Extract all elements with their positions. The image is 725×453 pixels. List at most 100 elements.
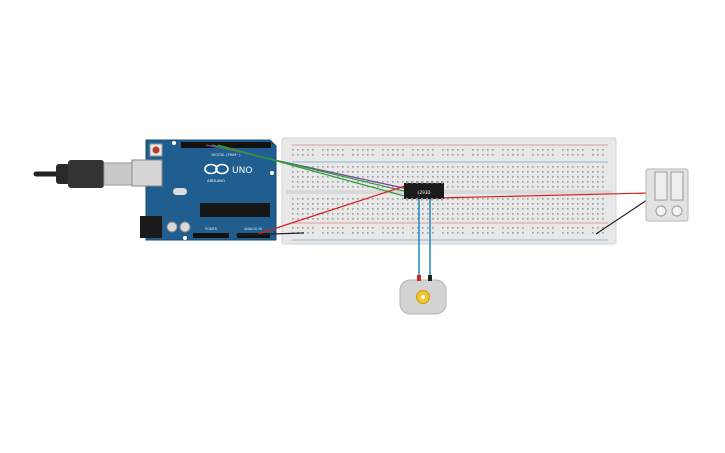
breadboard-hole[interactable] <box>367 166 369 168</box>
breadboard-hole[interactable] <box>532 154 534 156</box>
breadboard-hole[interactable] <box>442 227 444 229</box>
breadboard-hole[interactable] <box>377 166 379 168</box>
breadboard-hole[interactable] <box>547 181 549 183</box>
breadboard-hole[interactable] <box>507 208 509 210</box>
breadboard-hole[interactable] <box>592 218 594 220</box>
breadboard-hole[interactable] <box>352 203 354 205</box>
breadboard-hole[interactable] <box>597 213 599 215</box>
breadboard-hole[interactable] <box>507 203 509 205</box>
breadboard-hole[interactable] <box>307 149 309 151</box>
breadboard-hole[interactable] <box>477 198 479 200</box>
breadboard-hole[interactable] <box>397 198 399 200</box>
breadboard-hole[interactable] <box>467 186 469 188</box>
breadboard-hole[interactable] <box>547 203 549 205</box>
breadboard-hole[interactable] <box>537 171 539 173</box>
usb-cable[interactable] <box>33 160 133 188</box>
breadboard-hole[interactable] <box>322 186 324 188</box>
breadboard-hole[interactable] <box>312 149 314 151</box>
breadboard-hole[interactable] <box>357 203 359 205</box>
breadboard-hole[interactable] <box>322 166 324 168</box>
breadboard-hole[interactable] <box>472 176 474 178</box>
breadboard-hole[interactable] <box>452 149 454 151</box>
breadboard-hole[interactable] <box>592 154 594 156</box>
breadboard-hole[interactable] <box>557 198 559 200</box>
motor-terminal-2[interactable] <box>428 275 432 281</box>
breadboard-hole[interactable] <box>387 176 389 178</box>
breadboard-hole[interactable] <box>597 181 599 183</box>
breadboard-hole[interactable] <box>357 154 359 156</box>
breadboard-hole[interactable] <box>442 176 444 178</box>
breadboard-hole[interactable] <box>402 181 404 183</box>
breadboard-hole[interactable] <box>337 154 339 156</box>
breadboard-hole[interactable] <box>412 171 414 173</box>
breadboard-hole[interactable] <box>522 218 524 220</box>
breadboard-hole[interactable] <box>572 149 574 151</box>
breadboard-hole[interactable] <box>332 208 334 210</box>
breadboard-hole[interactable] <box>422 154 424 156</box>
breadboard-hole[interactable] <box>382 176 384 178</box>
breadboard-hole[interactable] <box>317 208 319 210</box>
breadboard-hole[interactable] <box>552 232 554 234</box>
breadboard-hole[interactable] <box>517 166 519 168</box>
breadboard-hole[interactable] <box>472 166 474 168</box>
breadboard-hole[interactable] <box>367 213 369 215</box>
breadboard-hole[interactable] <box>447 176 449 178</box>
breadboard-hole[interactable] <box>367 232 369 234</box>
breadboard-hole[interactable] <box>592 227 594 229</box>
breadboard-hole[interactable] <box>457 181 459 183</box>
breadboard-hole[interactable] <box>562 227 564 229</box>
breadboard-hole[interactable] <box>597 218 599 220</box>
breadboard-hole[interactable] <box>317 181 319 183</box>
breadboard-hole[interactable] <box>317 218 319 220</box>
breadboard-hole[interactable] <box>437 171 439 173</box>
breadboard-hole[interactable] <box>472 171 474 173</box>
breadboard-hole[interactable] <box>367 203 369 205</box>
breadboard-hole[interactable] <box>402 171 404 173</box>
breadboard-hole[interactable] <box>442 203 444 205</box>
breadboard-hole[interactable] <box>387 154 389 156</box>
breadboard-hole[interactable] <box>392 213 394 215</box>
breadboard-hole[interactable] <box>382 181 384 183</box>
breadboard-hole[interactable] <box>327 166 329 168</box>
breadboard-hole[interactable] <box>397 213 399 215</box>
breadboard-hole[interactable] <box>582 181 584 183</box>
breadboard-hole[interactable] <box>492 203 494 205</box>
breadboard-hole[interactable] <box>537 198 539 200</box>
breadboard-hole[interactable] <box>472 181 474 183</box>
breadboard-hole[interactable] <box>492 181 494 183</box>
breadboard-hole[interactable] <box>597 166 599 168</box>
breadboard-hole[interactable] <box>497 208 499 210</box>
breadboard-hole[interactable] <box>562 198 564 200</box>
breadboard-hole[interactable] <box>522 203 524 205</box>
breadboard-hole[interactable] <box>602 198 604 200</box>
breadboard-hole[interactable] <box>412 218 414 220</box>
breadboard-hole[interactable] <box>392 181 394 183</box>
breadboard-hole[interactable] <box>522 181 524 183</box>
breadboard-hole[interactable] <box>502 176 504 178</box>
breadboard-hole[interactable] <box>357 227 359 229</box>
breadboard-hole[interactable] <box>417 166 419 168</box>
breadboard-hole[interactable] <box>442 213 444 215</box>
breadboard-hole[interactable] <box>512 186 514 188</box>
breadboard-hole[interactable] <box>512 218 514 220</box>
breadboard-hole[interactable] <box>422 213 424 215</box>
breadboard-hole[interactable] <box>467 208 469 210</box>
breadboard-hole[interactable] <box>547 227 549 229</box>
breadboard-hole[interactable] <box>327 186 329 188</box>
breadboard-hole[interactable] <box>337 171 339 173</box>
breadboard-hole[interactable] <box>377 171 379 173</box>
breadboard-hole[interactable] <box>507 171 509 173</box>
breadboard-hole[interactable] <box>502 213 504 215</box>
breadboard-hole[interactable] <box>517 218 519 220</box>
breadboard-hole[interactable] <box>292 208 294 210</box>
arduino-board[interactable]: DIGITAL (PWM~) UNO ARDUINO POWER ANALOG … <box>131 139 277 241</box>
breadboard-hole[interactable] <box>417 171 419 173</box>
breadboard-hole[interactable] <box>427 203 429 205</box>
breadboard-hole[interactable] <box>502 227 504 229</box>
breadboard-hole[interactable] <box>472 149 474 151</box>
breadboard-hole[interactable] <box>457 208 459 210</box>
breadboard-hole[interactable] <box>557 186 559 188</box>
breadboard-hole[interactable] <box>602 232 604 234</box>
breadboard-hole[interactable] <box>502 154 504 156</box>
breadboard-hole[interactable] <box>327 213 329 215</box>
